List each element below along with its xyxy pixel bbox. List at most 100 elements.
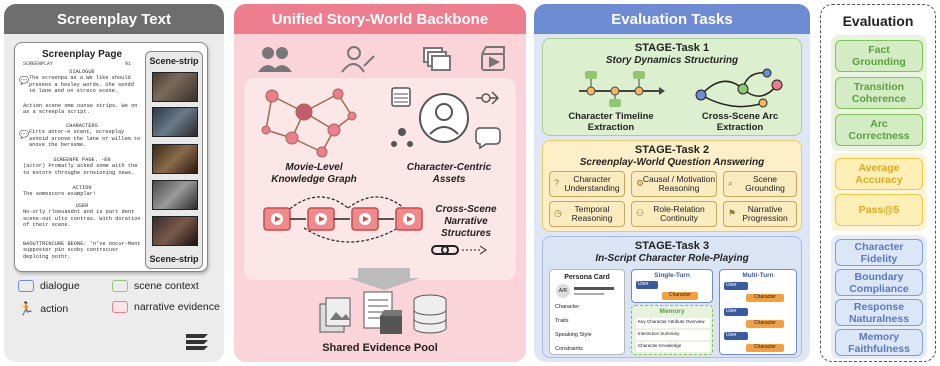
speech-bubble-icon: 💬 xyxy=(19,131,29,140)
screenplay-page: Screenplay Page SCREENPLAY 01 💬 DIALOGUE… xyxy=(14,42,208,272)
legend-dialogue: dialogue xyxy=(18,280,80,292)
people-icon xyxy=(258,47,292,72)
arc-label: Cross-Scene Arc Extraction xyxy=(701,111,779,133)
user-edit-icon xyxy=(341,46,375,73)
evaluation-tasks-panel: Evaluation Tasks STAGE-Task 1 Story Dyna… xyxy=(534,4,810,362)
character-bubble: Character xyxy=(746,344,784,352)
character-bubble: Character xyxy=(746,294,784,302)
task-title: STAGE-Task 1 xyxy=(634,42,710,54)
panel-title: Screenplay Text xyxy=(4,4,224,34)
persona-card: Persona Card A/R Character Traits Speaki… xyxy=(549,269,625,355)
script-block: BAOUTTRINCURE BEONE: 'n've oocur-Ment su… xyxy=(23,241,141,260)
task-subtitle: In-Script Character Role-Playing xyxy=(595,253,749,264)
knowledge-graph-icon xyxy=(261,88,357,158)
single-turn-card: Single-Turn User Character xyxy=(631,269,713,303)
script-block: SCREENPE PAGE. -EN (actor) Promatly acke… xyxy=(23,157,138,176)
qa-narrative-progression: ⚑Narrative Progression xyxy=(723,201,797,227)
scene-strip: Scene-strip Scene-strip xyxy=(145,51,203,269)
layers-icon xyxy=(423,47,451,71)
clapperboard-icon xyxy=(481,46,505,71)
user-bubble: User xyxy=(724,332,748,340)
character-assets-label: Character-Centric Assets xyxy=(406,162,492,185)
character-assets-icon xyxy=(391,87,501,150)
legend-action: 🏃 action xyxy=(18,301,69,316)
screenplay-text-panel: Screenplay Text Screenplay Page SCREENPL… xyxy=(4,4,224,362)
qa-character-understanding: ?Character Understanding xyxy=(549,171,625,197)
narrative-structures-label: Cross-Scene Narrative Structures xyxy=(435,204,497,239)
stage-task-3: STAGE-Task 3 In-Script Character Role-Pl… xyxy=(542,236,802,358)
chain-link-icon xyxy=(431,245,487,255)
page-header-right: 01 xyxy=(125,61,132,67)
scene-box-icon xyxy=(112,280,128,292)
speech-bubble-icon xyxy=(18,280,34,292)
running-figure-icon: 🏃 xyxy=(18,301,35,316)
film-frame xyxy=(152,107,198,137)
legend-narrative-evidence: narrative evidence xyxy=(112,301,220,313)
evidence-pool-icon xyxy=(319,291,447,334)
script-block: ACTION The somescore examplar! xyxy=(23,185,97,198)
memory-item: Interaction Summary xyxy=(636,330,710,340)
task-title: STAGE-Task 3 xyxy=(634,240,710,252)
panel-title: Unified Story-World Backbone xyxy=(234,4,526,34)
stack-logo-icon xyxy=(186,334,208,350)
metric-fact-grounding: Fact Grounding xyxy=(835,40,923,72)
memory-item: Key Character Attribute Overview xyxy=(636,318,710,328)
narrative-chain-icon xyxy=(263,196,423,243)
script-block: Action scene ome ounse strips. We on as … xyxy=(23,103,138,116)
evidence-pool-label: Shared Evidence Pool xyxy=(322,342,438,354)
timeline-icon xyxy=(579,71,665,107)
panel-title: Evaluation Tasks xyxy=(534,4,810,34)
task-subtitle: Screenplay-World Question Answering xyxy=(579,157,765,168)
user-bubble: User xyxy=(636,281,658,289)
backbone-inner xyxy=(244,78,516,280)
scene-strip-label: Scene-strip xyxy=(149,254,199,264)
knowledge-graph-label: Movie-Level Knowledge Graph xyxy=(271,162,357,185)
qa-role-relation: ⚇Role-Relation Continuity xyxy=(631,201,717,227)
stage-task-2: STAGE-Task 2 Screenplay-World Question A… xyxy=(542,140,802,232)
metric-pass-at-5: Pass@5 xyxy=(835,194,923,226)
clock-icon: ◷ xyxy=(554,208,562,218)
script-block: 💬 CHARACTERS Firts antor-e scent, screep… xyxy=(19,123,141,149)
script-block: 💬 DIALOGUE The screenpa as a We like sho… xyxy=(19,69,134,95)
page-title: Screenplay Page xyxy=(41,49,123,60)
story-world-backbone-panel: Unified Story-World Backbone Movie-Level… xyxy=(234,4,526,362)
avatar: A/R xyxy=(556,284,570,298)
qa-causal-reasoning: ⚙Causal / Motivation Reasoning xyxy=(631,171,717,197)
flag-icon: ⚑ xyxy=(728,208,737,218)
page-header-left: SCREENPLAY xyxy=(23,61,54,67)
multi-turn-card: Multi-Turn User Character User Character… xyxy=(719,269,797,355)
metric-character-fidelity: Character Fidelity xyxy=(835,239,923,266)
task-subtitle: Story Dynamics Structuring xyxy=(605,55,739,66)
metric-group-task3: Character Fidelity Boundary Compliance R… xyxy=(831,235,927,359)
arc-graph-icon xyxy=(695,68,783,108)
panel-title: Evaluation xyxy=(842,13,914,29)
qa-temporal-reasoning: ◷Temporal Reasoning xyxy=(549,201,625,227)
film-frame xyxy=(152,180,198,210)
memory-card: Memory Key Character Attribute Overview … xyxy=(631,305,713,355)
metric-group-task2: Average Accuracy Pass@5 xyxy=(831,153,927,231)
qa-scene-grounding: ⌕Scene Grounding xyxy=(723,171,797,197)
name-bar xyxy=(574,287,614,290)
memory-item: Character Knowledge xyxy=(636,342,710,352)
character-bubble: Character xyxy=(746,320,784,328)
magnifier-icon: ⌕ xyxy=(728,178,734,188)
metric-transition-coherence: Transition Coherence xyxy=(835,77,923,109)
metric-response-naturalness: Response Naturalness xyxy=(835,299,923,326)
task-title: STAGE-Task 2 xyxy=(634,144,710,156)
down-arrow-icon xyxy=(348,268,420,290)
metric-group-task1: Fact Grounding Transition Coherence Arc … xyxy=(831,35,927,151)
user-bubble: User xyxy=(724,282,748,290)
legend-scene-context: scene context xyxy=(112,280,199,292)
character-bubble: Character xyxy=(662,292,698,300)
scene-strip-label: Scene-strip xyxy=(149,56,199,66)
question-icon: ? xyxy=(554,178,560,188)
script-block: USER No-orly rloeuasdnt and is part dent… xyxy=(23,203,141,229)
film-frame xyxy=(152,144,198,174)
metric-boundary-compliance: Boundary Compliance xyxy=(835,269,923,296)
top-icons xyxy=(258,46,505,73)
gears-icon: ⚙ xyxy=(636,178,645,188)
metric-memory-faithfulness: Memory Faithfulness xyxy=(835,329,923,356)
film-frame xyxy=(152,72,198,102)
name-bar xyxy=(574,293,604,295)
speech-bubble-icon: 💬 xyxy=(19,77,29,86)
